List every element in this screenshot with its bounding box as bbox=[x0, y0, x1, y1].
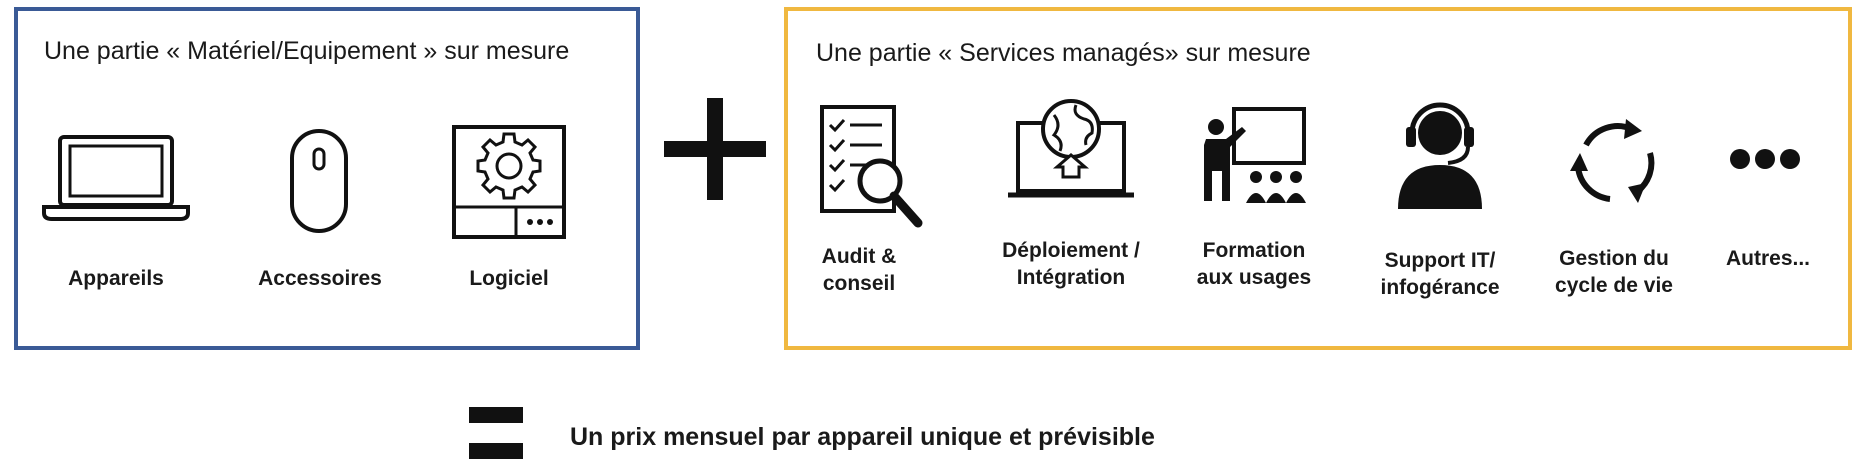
deployment-globe-icon bbox=[1008, 99, 1134, 198]
hardware-box: Une partie « Matériel/Equipement » sur m… bbox=[14, 7, 640, 350]
label-support-line1: Support IT/ bbox=[1384, 249, 1496, 272]
label-support-line2: infogérance bbox=[1380, 276, 1500, 299]
mouse-icon bbox=[290, 129, 348, 233]
label-accessoires: Accessoires bbox=[258, 267, 382, 290]
label-autres-line1: Autres... bbox=[1725, 247, 1811, 270]
hardware-title: Une partie « Matériel/Equipement » sur m… bbox=[44, 37, 570, 65]
label-formation: Formation aux usages bbox=[1186, 237, 1322, 291]
services-title: Une partie « Services managés» sur mesur… bbox=[816, 39, 1311, 67]
equals-bottom-bar bbox=[469, 443, 523, 459]
label-audit-line2: conseil bbox=[822, 272, 896, 295]
training-presentation-icon bbox=[1204, 107, 1306, 203]
label-appareils: Appareils bbox=[68, 267, 164, 290]
support-headset-icon bbox=[1398, 102, 1482, 209]
audit-checklist-icon bbox=[820, 105, 923, 228]
more-dots-icon bbox=[1730, 149, 1800, 169]
label-formation-line1: Formation bbox=[1202, 239, 1306, 262]
lifecycle-cycle-icon bbox=[1570, 119, 1655, 203]
label-support: Support IT/ infogérance bbox=[1370, 247, 1510, 301]
label-gestion: Gestion du cycle de vie bbox=[1546, 245, 1682, 299]
equals-top-bar bbox=[469, 407, 523, 423]
plus-horizontal-bar bbox=[664, 141, 766, 157]
label-deploiement: Déploiement / Intégration bbox=[984, 237, 1158, 291]
result-text: Un prix mensuel par appareil unique et p… bbox=[570, 423, 1155, 451]
label-deploiement-line2: Intégration bbox=[1016, 266, 1126, 289]
label-audit-line1: Audit & bbox=[821, 245, 897, 268]
label-gestion-line1: Gestion du bbox=[1559, 247, 1669, 270]
software-gear-icon bbox=[452, 125, 566, 239]
label-gestion-line2: cycle de vie bbox=[1555, 274, 1673, 297]
services-box: Une partie « Services managés» sur mesur… bbox=[784, 7, 1852, 350]
laptop-icon bbox=[42, 135, 190, 221]
label-audit: Audit & conseil bbox=[804, 243, 914, 297]
label-autres: Autres... bbox=[1708, 245, 1828, 272]
label-formation-line2: aux usages bbox=[1196, 266, 1312, 289]
label-deploiement-line1: Déploiement / bbox=[1002, 239, 1140, 262]
label-logiciel: Logiciel bbox=[469, 267, 549, 290]
